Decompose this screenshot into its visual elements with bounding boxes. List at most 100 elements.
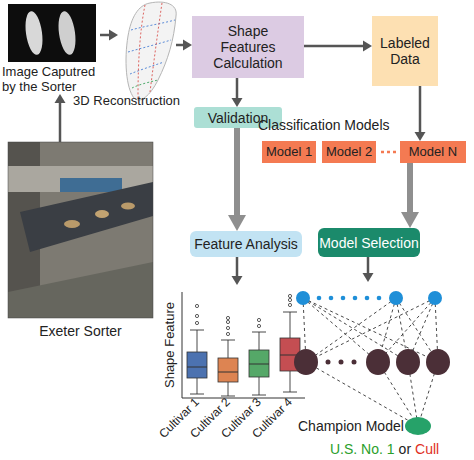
photo-machine <box>60 178 122 192</box>
node-label: Feature Analysis <box>194 236 298 252</box>
median <box>218 372 238 373</box>
model-box: Model 1 <box>262 141 316 163</box>
model-box: Model 2 <box>322 141 376 163</box>
output-neuron <box>405 417 431 435</box>
connector-line <box>176 44 184 47</box>
arrow-head <box>363 41 372 52</box>
input-neuron <box>428 291 442 305</box>
process-box: Feature Analysis <box>190 231 302 257</box>
node-label: Shape Features Calculation <box>206 23 290 71</box>
outlier <box>226 332 229 335</box>
connector-arrow <box>232 78 243 107</box>
node-label: Image Caputred by the Sorter <box>2 64 100 94</box>
model-box: Model N <box>400 141 466 163</box>
node-label: Model 2 <box>326 144 372 160</box>
ellipsis-dot <box>353 296 358 301</box>
data-box: Labeled Data <box>372 16 438 86</box>
connector-line <box>100 34 110 37</box>
outlier <box>226 320 229 323</box>
node-label: Shape Feature <box>163 295 177 395</box>
ellipsis-dot <box>377 296 382 301</box>
captured-image-panel: Image Caputred by the Sorter <box>2 2 100 94</box>
outlier <box>226 316 229 319</box>
outlier <box>195 314 198 317</box>
box <box>218 358 238 382</box>
connector-arrow <box>100 30 118 41</box>
outlier <box>195 321 198 324</box>
connector-line <box>367 257 370 274</box>
connector-arrow <box>176 40 192 51</box>
photo-frame <box>8 142 153 318</box>
outlier <box>195 304 198 307</box>
chart-axes <box>182 292 305 398</box>
node-label: Model Selection <box>319 235 419 251</box>
ellipsis-dot <box>352 360 357 365</box>
input-neuron <box>389 291 403 305</box>
camera-image <box>8 4 96 62</box>
hidden-neuron <box>366 349 390 375</box>
photo-potato <box>64 220 80 228</box>
potato-view <box>56 10 78 56</box>
box <box>187 352 207 378</box>
node-label: Champion Model <box>298 418 404 434</box>
connector-arrow <box>55 94 66 142</box>
connector-line <box>236 78 239 99</box>
median <box>187 367 207 368</box>
connector-arrow <box>415 86 426 141</box>
outlier <box>257 318 260 321</box>
outlier <box>226 326 229 329</box>
input-neuron <box>296 291 310 305</box>
connector-line <box>234 128 240 216</box>
network-links <box>303 298 438 426</box>
potato-view <box>23 10 45 56</box>
ellipsis-dot <box>365 296 370 301</box>
connector-arrow <box>228 128 246 231</box>
process-box: Shape Features Calculation <box>192 16 304 78</box>
arrow-head <box>232 98 243 107</box>
photo-floor <box>8 262 153 318</box>
reconstruction-panel: 3D Reconstruction <box>118 0 176 108</box>
process-box: Model Selection <box>318 228 420 257</box>
arrow-head <box>183 40 192 51</box>
connector-line <box>59 102 62 142</box>
photo-potato <box>95 210 109 218</box>
connector-line <box>407 163 413 213</box>
output-row: U.S. No. 1orCull <box>330 441 439 457</box>
connector-line <box>236 257 239 277</box>
input-layer <box>296 291 442 305</box>
hidden-neuron <box>396 349 420 375</box>
mesh-grid <box>128 20 175 74</box>
connector-arrow <box>232 257 243 285</box>
node-label: Exeter Sorter <box>8 323 153 339</box>
outlier <box>288 294 291 297</box>
node-label: Labeled Data <box>375 35 435 67</box>
hidden-neuron <box>426 349 450 375</box>
median <box>249 364 269 365</box>
hidden-neuron <box>294 349 318 375</box>
outlier <box>288 298 291 301</box>
photo-potato <box>121 203 135 210</box>
mesh-grid <box>132 80 158 88</box>
output-label: Cull <box>415 441 439 457</box>
arrow-head <box>401 212 419 228</box>
node-label: Model 1 <box>266 144 312 160</box>
output-label: U.S. No. 1 <box>330 441 395 457</box>
arrow-head <box>232 276 243 285</box>
neural-network: Champion Model <box>292 282 468 432</box>
outliers <box>195 294 291 335</box>
ellipsis-dot <box>341 296 346 301</box>
box <box>249 350 269 377</box>
ellipsis-dot <box>339 360 344 365</box>
arrow-head <box>55 94 66 103</box>
arrow-head <box>415 132 426 141</box>
ellipsis-dot <box>326 360 331 365</box>
outlier <box>288 303 291 306</box>
ellipsis-dots <box>381 151 397 154</box>
output-label: or <box>399 441 411 457</box>
outlier <box>257 324 260 327</box>
connector-arrow <box>363 257 374 282</box>
node-label: Model N <box>409 144 457 160</box>
ellipsis-dot <box>317 296 322 301</box>
connector-arrow <box>304 41 372 52</box>
